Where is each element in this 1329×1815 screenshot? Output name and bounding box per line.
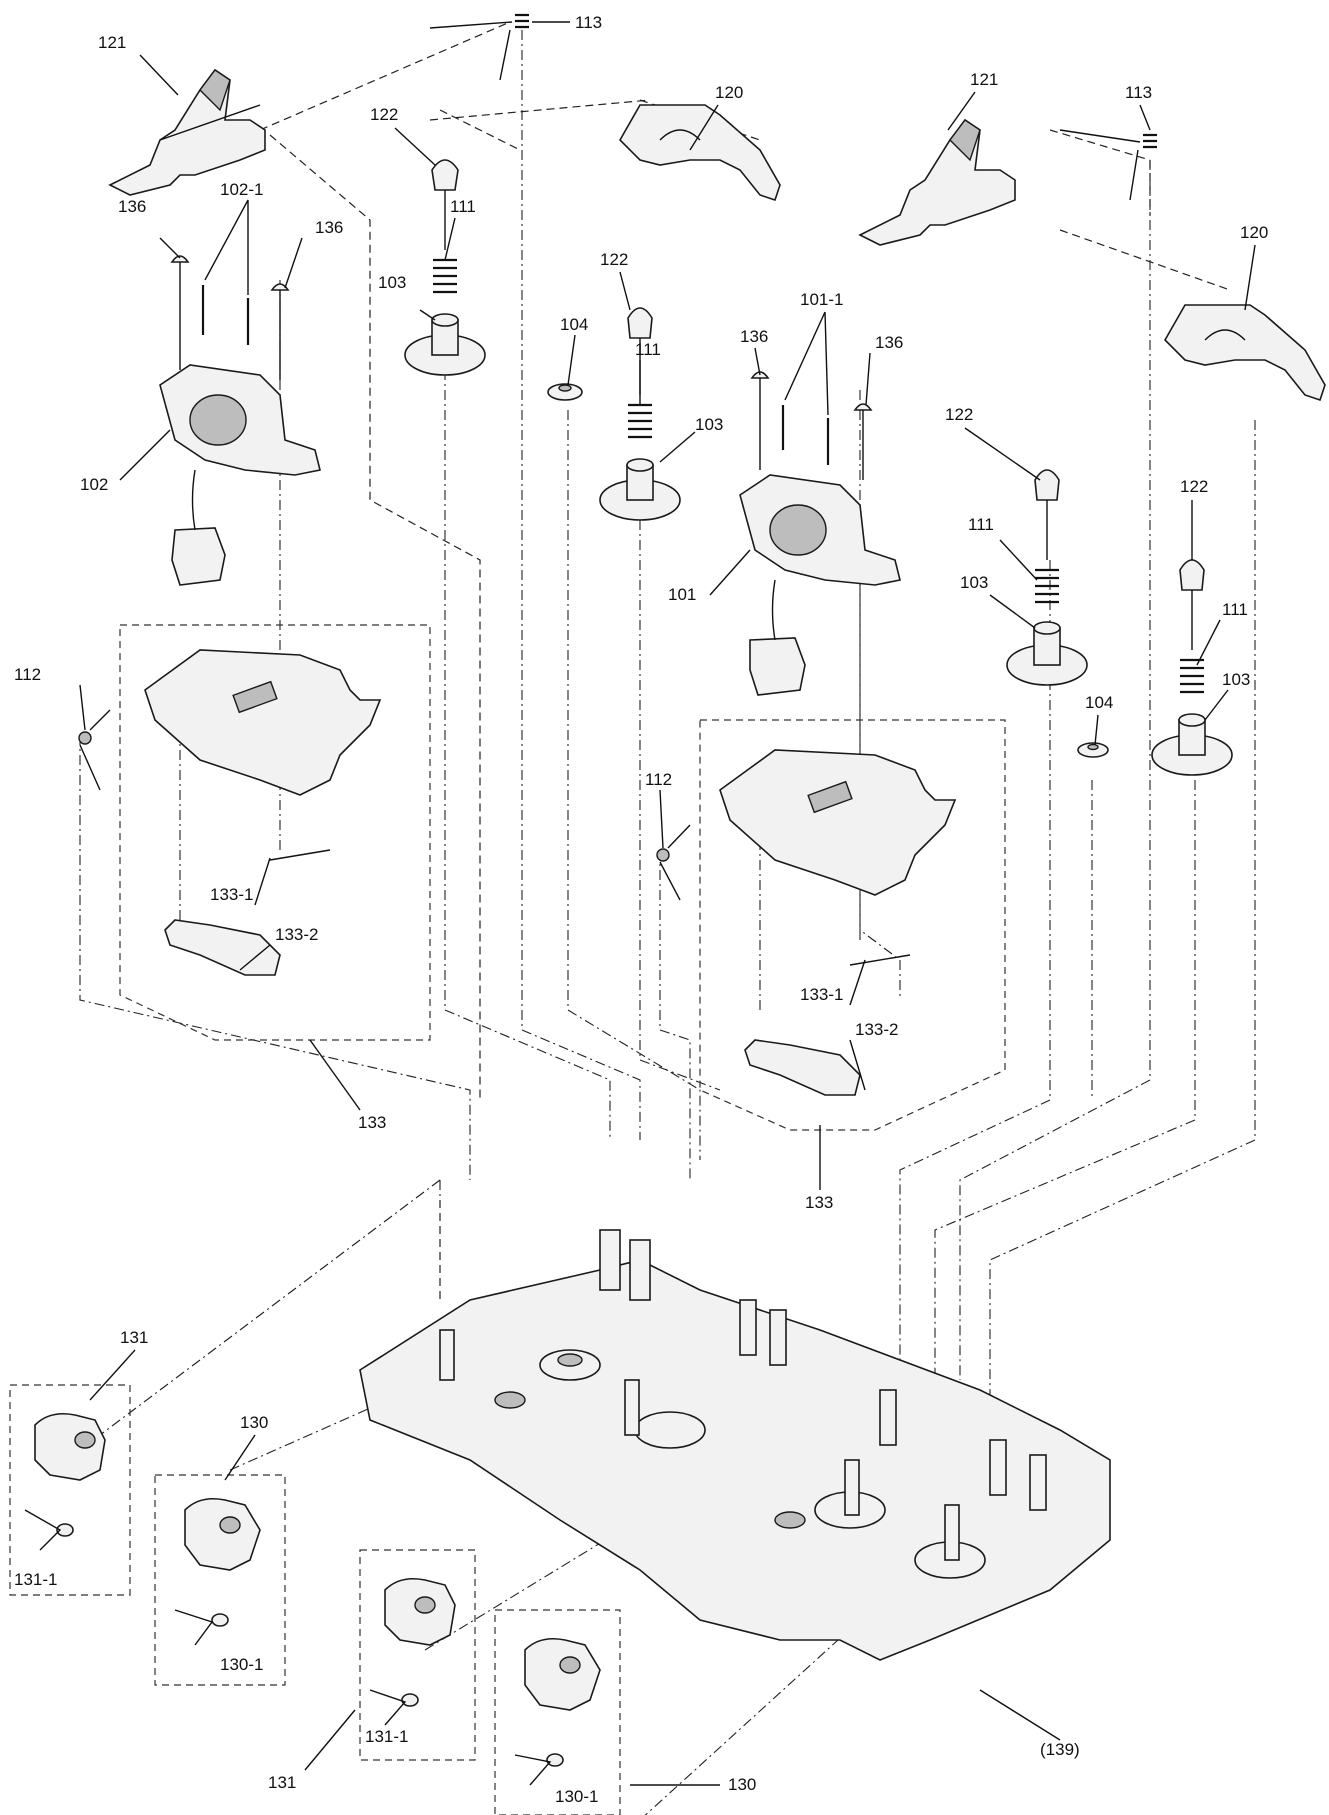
- label-112-a: 112: [14, 665, 41, 684]
- box-130-right: [494, 1609, 621, 1815]
- label-121-right: 121: [970, 70, 998, 89]
- label-130-1-b: 130-1: [555, 1787, 598, 1806]
- label-103-b: 103: [695, 415, 723, 434]
- label-131-b: 131: [268, 1773, 296, 1792]
- part-130-right-lever: [514, 1637, 601, 1786]
- label-130-1-a: 130-1: [220, 1655, 263, 1674]
- label-133-1-a: 133-1: [210, 885, 253, 904]
- label-133-2-b: 133-2: [855, 1020, 898, 1039]
- label-113-left: 113: [575, 13, 602, 32]
- part-139-chassis: [359, 1229, 1111, 1661]
- part-131-right-lever: [369, 1577, 456, 1726]
- box-131-right: [359, 1549, 476, 1761]
- part-120-left: [619, 104, 781, 202]
- part-112-left: [78, 709, 111, 791]
- label-133-a: 133: [358, 1113, 386, 1132]
- label-113-right: 113: [1125, 83, 1152, 102]
- part-101-motor: [739, 474, 901, 696]
- box-133-right: [699, 719, 1006, 1131]
- part-133-plate-right: [719, 749, 957, 1096]
- assembly-boxes: [9, 624, 1006, 1815]
- guide-lines: [79, 21, 1256, 1815]
- label-136-d: 136: [875, 333, 903, 352]
- label-136-a: 136: [118, 197, 146, 216]
- label-136-c: 136: [740, 327, 768, 346]
- box-130-left: [154, 1474, 286, 1686]
- label-133-1-b: 133-1: [800, 985, 843, 1004]
- label-111-b: 111: [635, 340, 661, 359]
- part-113-left: [429, 13, 529, 81]
- part-104-right: [1077, 742, 1109, 758]
- spindle-right-upper: [1006, 469, 1088, 686]
- label-131-1-b: 131-1: [365, 1727, 408, 1746]
- screws-left: [170, 255, 290, 380]
- label-120-right: 120: [1240, 223, 1268, 242]
- label-104-a: 104: [560, 315, 588, 334]
- label-131-1-a: 131-1: [14, 1570, 57, 1589]
- callouts: 113 121 120 121 113 120 122 122 122 122 …: [14, 13, 1268, 1806]
- box-133-left: [119, 624, 431, 1041]
- label-122-b: 122: [600, 250, 628, 269]
- spindle-right-lower: [1151, 559, 1233, 776]
- box-131-left: [9, 1384, 131, 1596]
- label-102-1: 102-1: [220, 180, 263, 199]
- part-104-left: [547, 383, 583, 401]
- screws-right: [750, 371, 873, 480]
- label-122-d: 122: [1180, 477, 1208, 496]
- label-103-d: 103: [1222, 670, 1250, 689]
- label-103-a: 103: [378, 273, 406, 292]
- part-112-right: [656, 824, 691, 901]
- label-136-b: 136: [315, 218, 343, 237]
- label-111-a: 111: [450, 197, 476, 216]
- label-139: (139): [1040, 1740, 1080, 1759]
- label-101-1: 101-1: [800, 290, 843, 309]
- part-113-right: [1059, 129, 1157, 201]
- callout-leaders: [79, 21, 1256, 1786]
- label-111-d: 111: [1222, 600, 1248, 619]
- label-101: 101: [668, 585, 696, 604]
- label-133-b: 133: [805, 1193, 833, 1212]
- part-102-motor: [159, 364, 321, 586]
- label-120-left: 120: [715, 83, 743, 102]
- part-121-left: [108, 68, 266, 196]
- part-121-right: [858, 118, 1016, 246]
- label-102: 102: [80, 475, 108, 494]
- label-122-a: 122: [370, 105, 398, 124]
- label-130-a: 130: [240, 1413, 268, 1432]
- part-131-left-lever: [24, 1412, 106, 1551]
- part-120-right: [1164, 304, 1326, 402]
- label-131-a: 131: [120, 1328, 148, 1347]
- part-130-left-lever: [174, 1497, 261, 1646]
- label-121-left: 121: [98, 33, 126, 52]
- label-103-c: 103: [960, 573, 988, 592]
- label-104-b: 104: [1085, 693, 1113, 712]
- spindle-left: [404, 159, 486, 376]
- label-112-b: 112: [645, 770, 672, 789]
- label-130-b: 130: [728, 1775, 756, 1794]
- label-133-2-a: 133-2: [275, 925, 318, 944]
- label-111-c: 111: [968, 515, 994, 534]
- label-122-c: 122: [945, 405, 973, 424]
